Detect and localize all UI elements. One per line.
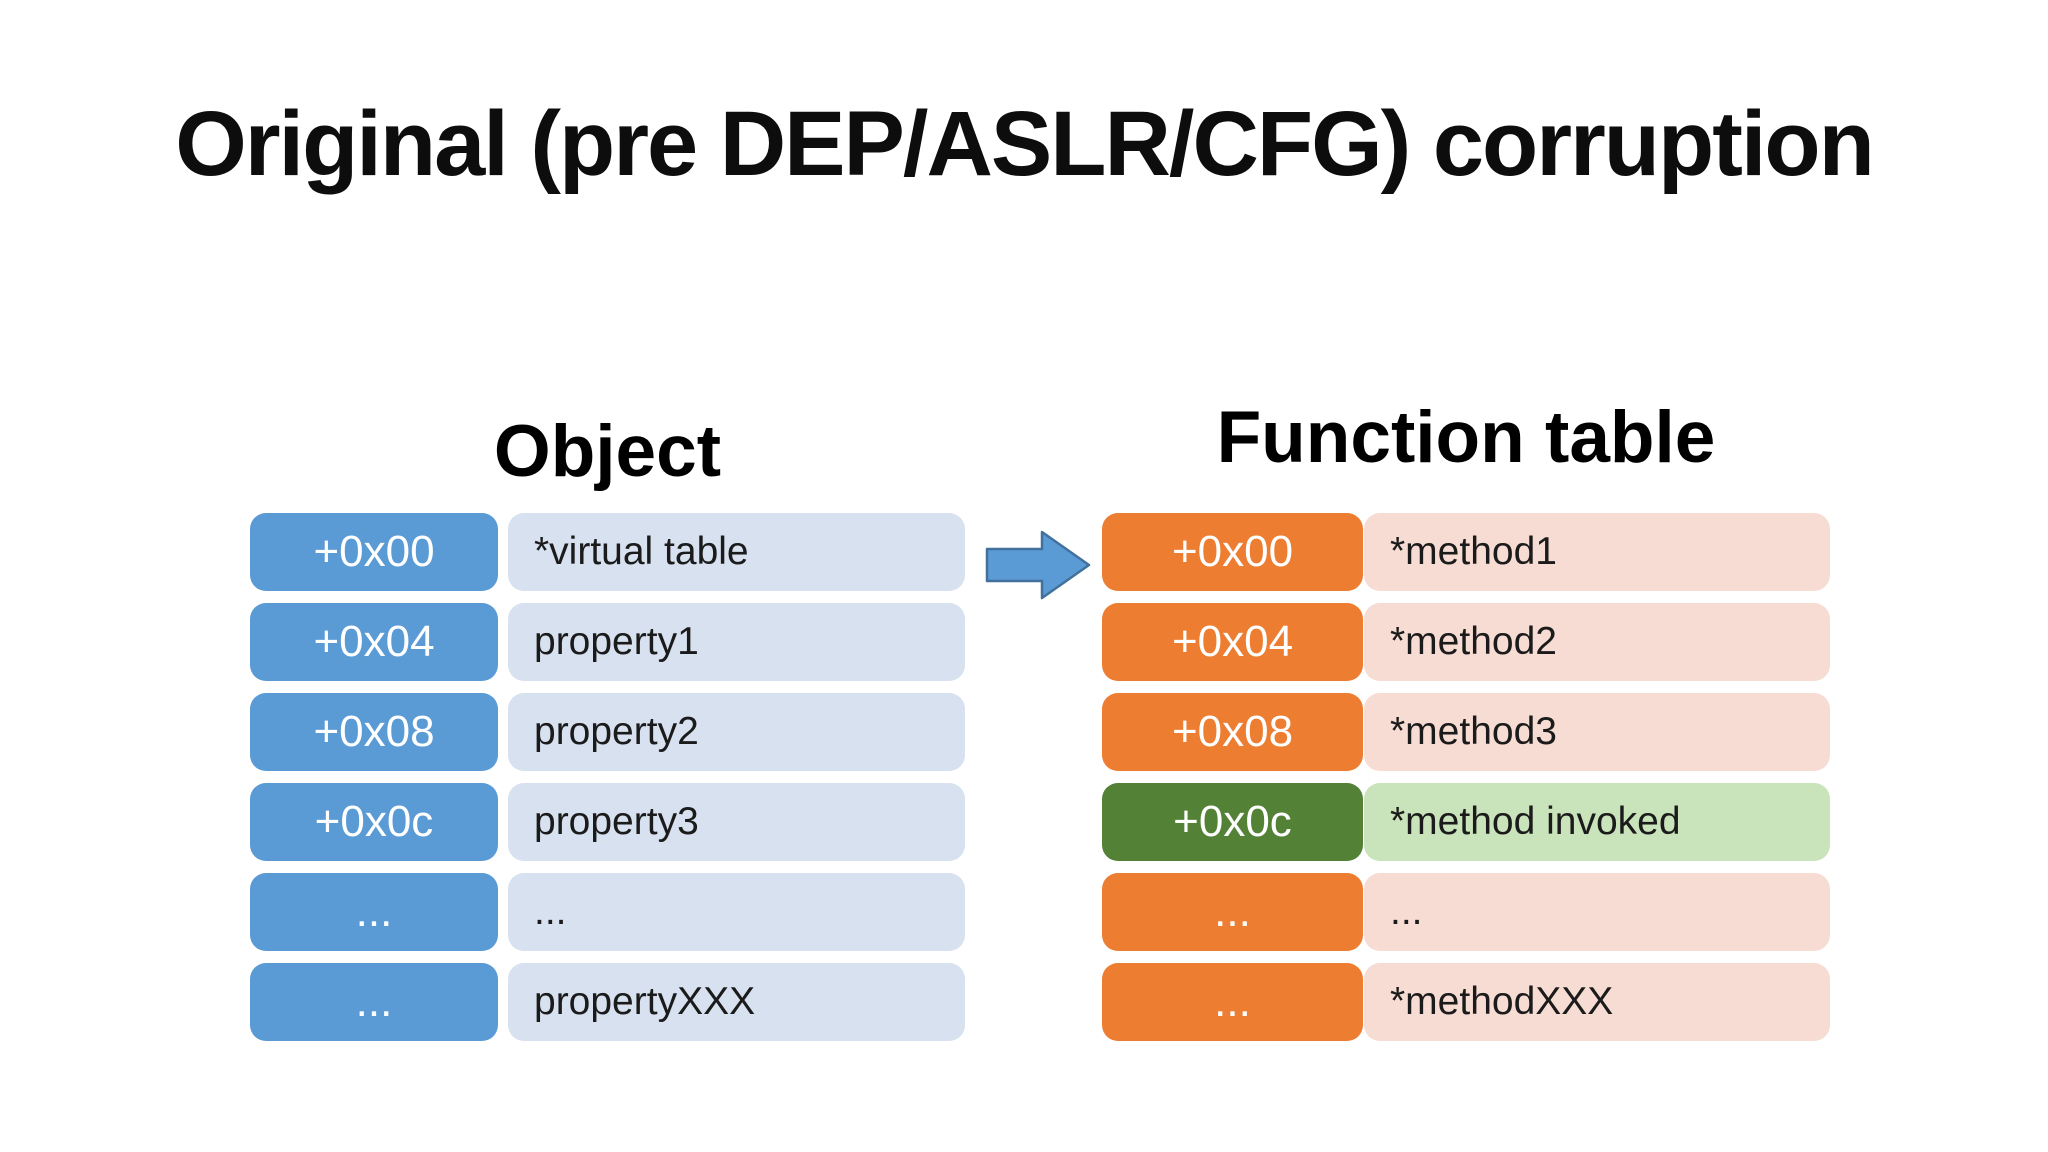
function-row-0-value: *method1	[1364, 513, 1830, 591]
object-row-3-value: property3	[508, 783, 965, 861]
function-row-4-offset: ...	[1102, 873, 1363, 951]
slide-title: Original (pre DEP/ASLR/CFG) corruption	[175, 93, 1875, 195]
function-row-5-value: *methodXXX	[1364, 963, 1830, 1041]
function-row-0-offset: +0x00	[1102, 513, 1363, 591]
function-row-1-offset: +0x04	[1102, 603, 1363, 681]
object-table-header: Object	[493, 411, 722, 492]
function-row-5-offset: ...	[1102, 963, 1363, 1041]
object-row-4-value: ...	[508, 873, 965, 951]
function-row-4-value: ...	[1364, 873, 1830, 951]
object-row-4-offset: ...	[250, 873, 498, 951]
function-row-3-offset-highlighted: +0x0c	[1102, 783, 1363, 861]
object-row-0-offset: +0x00	[250, 513, 498, 591]
object-row-5-value: propertyXXX	[508, 963, 965, 1041]
function-row-1-value: *method2	[1364, 603, 1830, 681]
function-table-header: Function table	[1216, 397, 1716, 478]
object-row-1-offset: +0x04	[250, 603, 498, 681]
object-row-3-offset: +0x0c	[250, 783, 498, 861]
vtable-arrow-icon	[984, 528, 1094, 602]
function-row-2-value: *method3	[1364, 693, 1830, 771]
function-row-2-offset: +0x08	[1102, 693, 1363, 771]
function-row-3-value-highlighted: *method invoked	[1364, 783, 1830, 861]
object-row-1-value: property1	[508, 603, 965, 681]
object-row-5-offset: ...	[250, 963, 498, 1041]
object-row-0-value: *virtual table	[508, 513, 965, 591]
object-row-2-value: property2	[508, 693, 965, 771]
object-row-2-offset: +0x08	[250, 693, 498, 771]
vtable-arrow-shape	[985, 530, 1091, 600]
